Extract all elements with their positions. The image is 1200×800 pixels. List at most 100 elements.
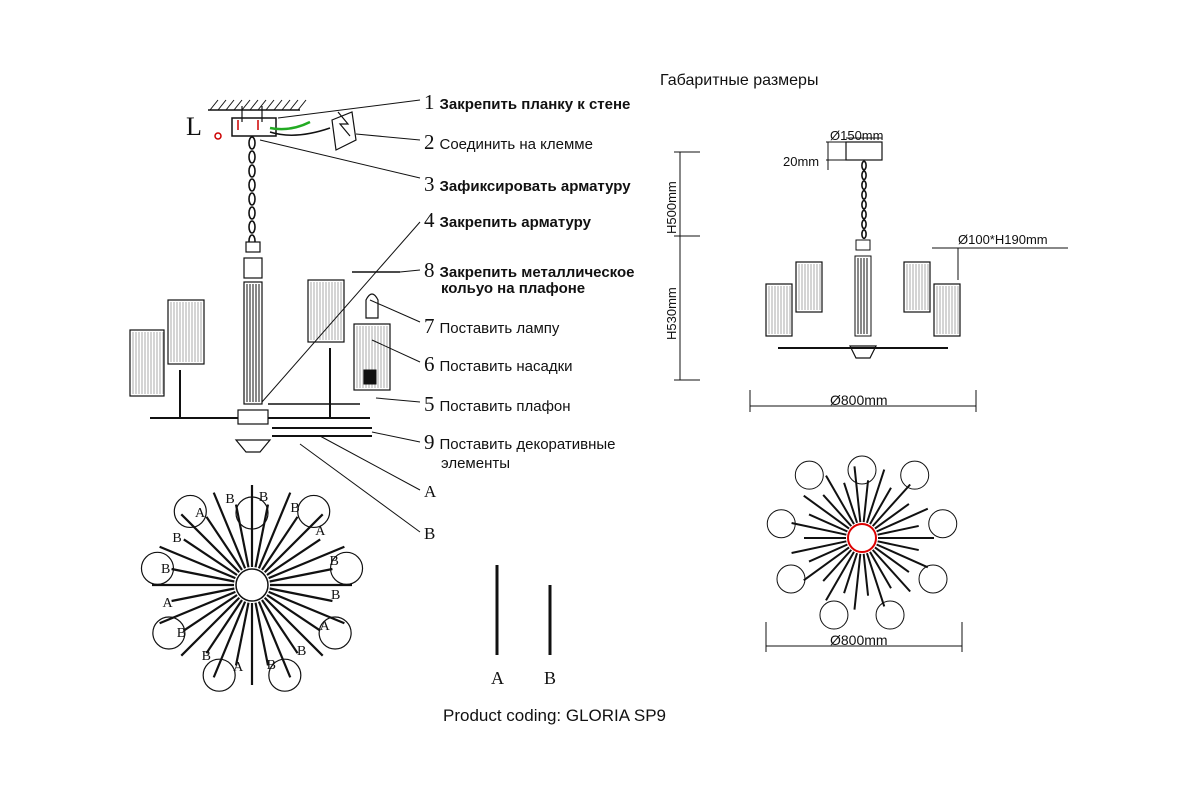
shade-circle [268, 658, 302, 692]
candle-bulb [365, 293, 379, 319]
step-text: Закрепить металлическое [439, 264, 635, 281]
leader-9 [371, 431, 421, 443]
ceiling-hatch [225, 99, 235, 111]
ray [263, 513, 324, 574]
leader-7 [369, 299, 421, 323]
right-chain-link [861, 180, 867, 191]
step-8-line2: кольуо на плафоне [441, 280, 586, 297]
right-chain-link [861, 189, 867, 200]
ray [266, 594, 321, 632]
right-ray [791, 540, 847, 554]
top-view-letter: A [319, 619, 330, 635]
top-view-letter: A [162, 595, 173, 611]
right-ray [853, 553, 862, 610]
ray [212, 601, 247, 678]
ceiling-hatch [233, 99, 243, 111]
right-ray [877, 524, 919, 536]
bottom-cup [234, 439, 272, 453]
ray [268, 545, 345, 580]
right-chain-link [861, 209, 867, 220]
leader-4 [261, 221, 421, 403]
top-view-letter: B [297, 644, 307, 660]
ceiling-hatch [209, 99, 219, 111]
ray [257, 492, 292, 569]
right-shade-circle [918, 564, 948, 594]
right-ray [825, 475, 855, 525]
canopy-bracket [231, 117, 277, 137]
canopy-right [845, 141, 883, 161]
ray [212, 492, 247, 569]
step-9-line2: элементы [441, 455, 511, 472]
right-shade-circle [928, 509, 958, 539]
shade-circle [235, 496, 269, 530]
ray [254, 602, 270, 666]
stem-body [243, 281, 263, 405]
ray [205, 599, 243, 654]
main-chain-link [248, 192, 256, 206]
leader-5 [375, 397, 421, 403]
step-text: Поставить лампу [439, 320, 560, 337]
ray [254, 504, 270, 568]
step-8: 8 Закрепить металлическое [424, 258, 635, 283]
dim-chain-height: H500mm [664, 181, 679, 234]
right-ray [869, 487, 892, 525]
dim-width-side: Ø800mm [830, 392, 888, 408]
main-chain-link [248, 206, 256, 220]
top-view-letter: B [331, 587, 341, 603]
right-ray [825, 551, 855, 601]
socket [363, 369, 377, 385]
ceiling-hatch [257, 99, 267, 111]
shade-circle [202, 658, 236, 692]
step-text: Поставить плафон [439, 398, 571, 415]
right-shade-circle [847, 455, 877, 485]
top-view-letter: B [201, 648, 211, 664]
ray [159, 545, 236, 580]
leader-1 [277, 99, 421, 119]
ray [234, 602, 250, 666]
right-chain-link [861, 170, 867, 181]
part-a-label: A [491, 668, 504, 688]
ground-symbol: L [186, 112, 202, 141]
wire-green [269, 120, 311, 131]
step-1: 1 Закрепить планку к стене [424, 90, 630, 115]
right-ray [791, 522, 847, 536]
dim-body-height: H530mm [664, 287, 679, 340]
callout-a: A [424, 482, 437, 501]
terminal-block [331, 111, 357, 151]
ray [171, 567, 235, 583]
stem-top [243, 257, 263, 279]
ray [183, 594, 238, 632]
ray [261, 516, 299, 571]
right-shade-circle [794, 460, 824, 490]
shade-circle [140, 551, 175, 585]
ray [269, 567, 333, 583]
dim-width-top: Ø800mm [830, 632, 888, 648]
ceiling-hatch [289, 99, 299, 111]
step-7: 7 Поставить лампу [424, 314, 559, 339]
ceiling-hatch [217, 99, 227, 111]
right-ray [874, 546, 910, 573]
right-ray [808, 543, 848, 563]
shade-circle [297, 494, 331, 529]
leader-6 [371, 339, 421, 363]
step-text: Поставить насадки [439, 358, 573, 375]
ceiling-hatch [297, 99, 307, 111]
step-5: 5 Поставить плафон [424, 392, 571, 417]
right-shade-circle [766, 509, 796, 539]
ray [159, 590, 236, 625]
shade-circle [329, 551, 364, 585]
main-chain-link [248, 164, 256, 178]
step-text: Закрепить арматуру [439, 214, 592, 231]
leader-a [319, 435, 421, 491]
right-ray [808, 513, 848, 533]
right-ray [876, 507, 929, 533]
ray [263, 596, 324, 657]
leader-2 [355, 133, 421, 141]
right-chain-link [861, 160, 867, 171]
main-chain-link [248, 220, 256, 234]
right-stem [854, 255, 872, 337]
right-ray [874, 503, 910, 530]
top-view-letter: B [176, 626, 187, 642]
top-view-letter: A [315, 523, 326, 539]
